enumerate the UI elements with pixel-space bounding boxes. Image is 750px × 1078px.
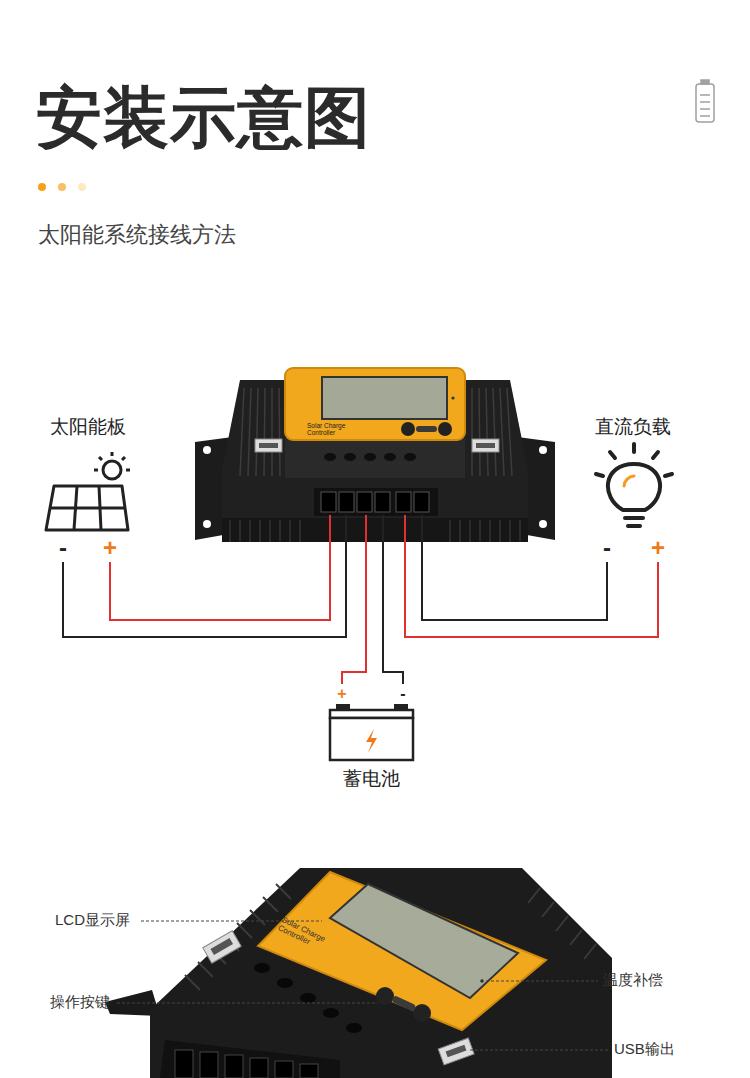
polarity-sign: - (603, 534, 611, 562)
node-label: 蓄电池 (320, 768, 422, 790)
controller-closeup (105, 868, 612, 1078)
battery-icon (696, 80, 714, 122)
wire (63, 515, 346, 637)
leader-line (117, 921, 609, 1050)
panel-print: Solar Charge Controller (307, 422, 375, 436)
callout-label: 温度补偿 (603, 971, 663, 988)
bulb-icon (596, 444, 672, 526)
callout-label: LCD显示屏 (55, 911, 130, 928)
callout-label: 操作按键 (50, 993, 110, 1010)
node-label: 直流负载 (581, 416, 685, 438)
battery-icon (330, 704, 413, 760)
wire (422, 515, 607, 620)
title-dot (78, 183, 86, 191)
subtitle: 太阳能系统接线方法 (38, 222, 236, 247)
controller-illustration (195, 368, 555, 542)
title-dot (38, 183, 46, 191)
polarity-sign: - (400, 685, 405, 703)
wire (405, 515, 658, 637)
title-dot (58, 183, 66, 191)
controller-node: Solar Charge Controller (195, 368, 555, 515)
wire (383, 515, 403, 684)
wire (342, 515, 366, 684)
battery-node: 蓄电池 (320, 684, 422, 796)
polarity-sign: + (103, 534, 117, 562)
node-label: 太阳能板 (36, 416, 140, 438)
solar-panel-icon (46, 452, 130, 530)
panel-print: Solar Charge Controller (276, 916, 339, 959)
page-title: 安装示意图 (36, 80, 371, 156)
solar-panel-node: 太阳能板 (36, 414, 140, 562)
polarity-sign: + (337, 685, 346, 703)
polarity-sign: + (651, 534, 665, 562)
polarity-sign: - (59, 534, 67, 562)
callout-label: USB输出 (614, 1040, 675, 1057)
wire (110, 515, 330, 620)
dc-load-node: 直流负载 (581, 414, 685, 562)
